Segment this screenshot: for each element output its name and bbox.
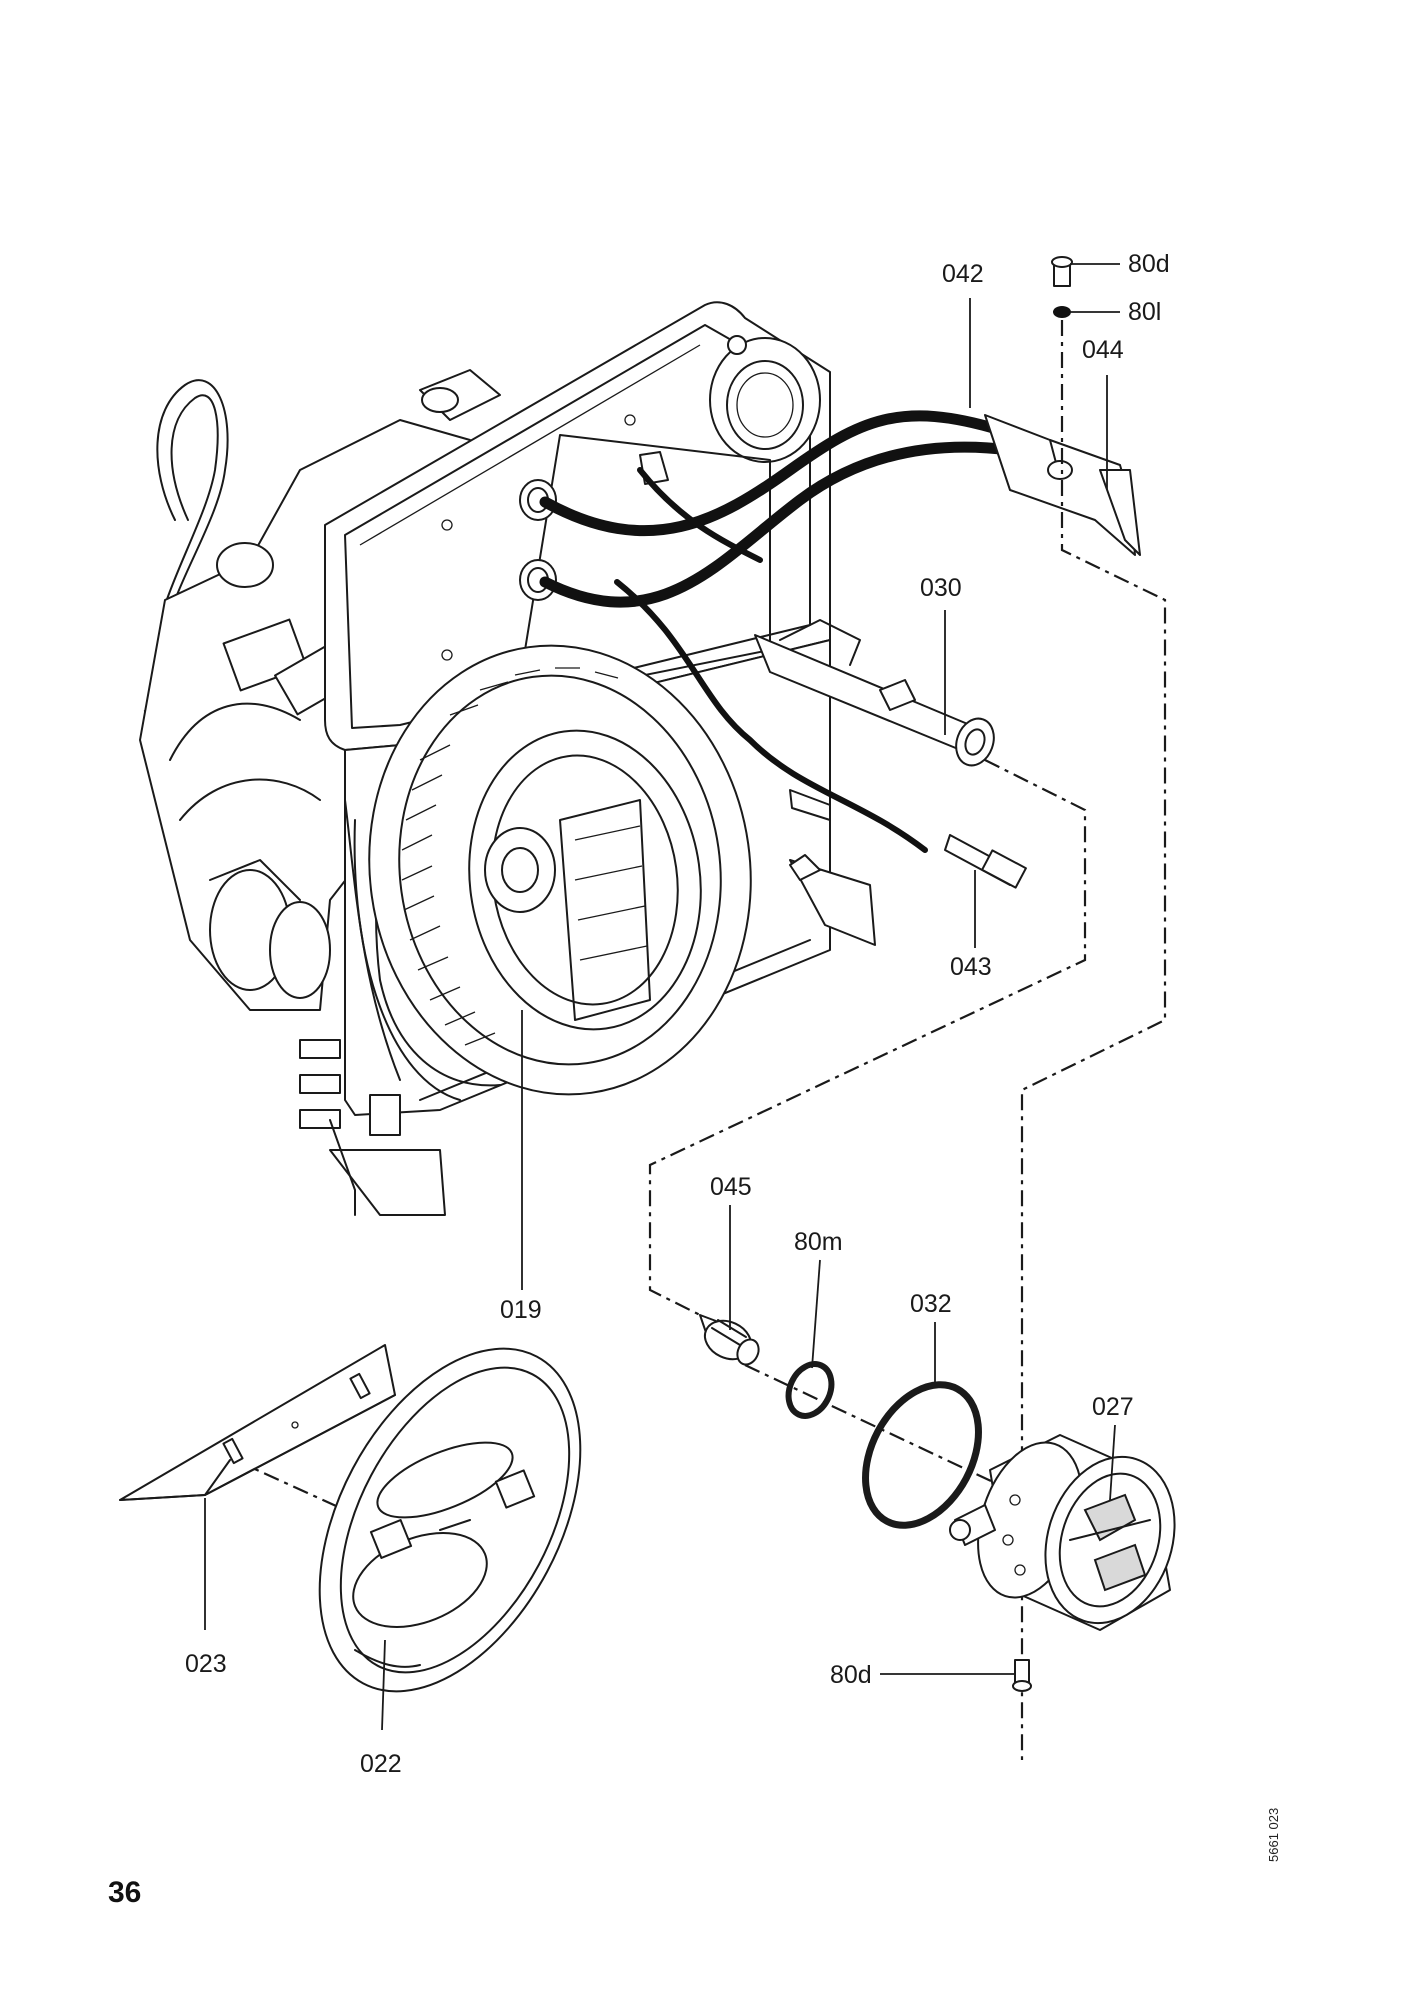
label-80d-bottom: 80d bbox=[830, 1661, 872, 1689]
large-o-ring bbox=[862, 1381, 982, 1529]
flame-sensor bbox=[944, 834, 1027, 889]
washer-80l bbox=[1053, 306, 1071, 318]
label-032: 032 bbox=[910, 1290, 952, 1318]
label-044: 044 bbox=[1082, 336, 1124, 364]
assembly-center-lines bbox=[234, 320, 1167, 1760]
screw-80d-bottom bbox=[1012, 1659, 1032, 1692]
small-o-ring bbox=[785, 1361, 835, 1419]
label-027: 027 bbox=[1092, 1393, 1134, 1421]
blower-wheel-vanes bbox=[401, 667, 619, 1046]
label-019: 019 bbox=[500, 1296, 542, 1324]
blower-housing-assembly bbox=[139, 301, 876, 1216]
label-023: 023 bbox=[185, 1650, 227, 1678]
drawing-reference: 5661 023 bbox=[1266, 1808, 1281, 1862]
fitting-045 bbox=[699, 1314, 760, 1366]
label-045: 045 bbox=[710, 1173, 752, 1201]
label-030: 030 bbox=[920, 574, 962, 602]
burner-head bbox=[949, 1434, 1176, 1631]
electrode-bracket bbox=[984, 414, 1141, 556]
leader-lines bbox=[204, 263, 1120, 1731]
label-80d-top: 80d bbox=[1128, 250, 1170, 278]
page-number: 36 bbox=[108, 1876, 141, 1909]
label-043: 043 bbox=[950, 953, 992, 981]
label-80m: 80m bbox=[794, 1228, 843, 1256]
label-022: 022 bbox=[360, 1750, 402, 1778]
part-labels: 042 80d 80l 044 030 043 019 045 80m 032 … bbox=[185, 250, 1170, 1778]
cover-plate-022 bbox=[318, 1347, 582, 1693]
screw-80d-top bbox=[1051, 256, 1073, 287]
label-042: 042 bbox=[942, 260, 984, 288]
ignition-cables bbox=[539, 410, 1016, 853]
label-80l: 80l bbox=[1128, 298, 1161, 326]
air-shield-023 bbox=[119, 1344, 396, 1501]
